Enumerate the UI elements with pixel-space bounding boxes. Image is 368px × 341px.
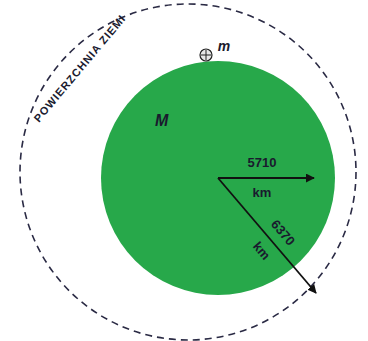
surface-label: POWIERZCHNIA ZIEMI bbox=[24, 3, 137, 134]
small-mass bbox=[200, 49, 212, 61]
dimension-label: 5710 km bbox=[243, 148, 281, 208]
core-fill bbox=[101, 61, 335, 295]
surface-circle bbox=[20, 4, 356, 340]
mass-label: m bbox=[216, 38, 232, 54]
mass-label: M bbox=[155, 112, 168, 130]
inner-radius-arrow bbox=[218, 177, 314, 179]
core-circle: M bbox=[100, 60, 336, 296]
core-shape bbox=[100, 60, 336, 296]
